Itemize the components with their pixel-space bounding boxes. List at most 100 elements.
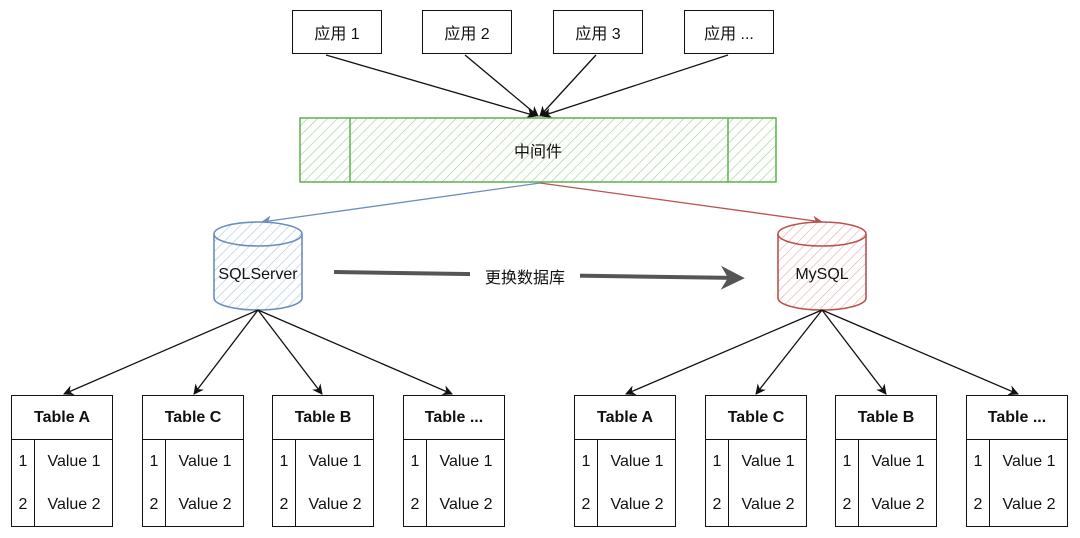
index-column-divider [404,440,427,526]
table-row: 1 Value 1 [12,440,112,483]
arrow-sqlserver-table-a [63,309,259,396]
table-body: 1 Value 1 2 Value 2 [575,440,675,526]
row-index: 2 [410,496,420,513]
table-title: Table B [273,396,373,440]
table-row: 1 Value 1 [706,440,806,483]
sqlserver-label: SQLServer [218,266,298,283]
middleware-label: 中间件 [513,144,562,161]
table-title: Table A [575,396,675,440]
table-body: 1 Value 1 2 Value 2 [143,440,243,526]
app-label: 应用 ... [704,26,754,43]
table-row: 2 Value 2 [706,483,806,526]
arrow-sqlserver-table-c [193,309,259,395]
row-value: Value 1 [439,453,493,470]
arrow-app1-middleware [325,54,537,119]
app-box-2: 应用 2 [422,10,512,54]
table-row: 1 Value 1 [836,440,936,483]
index-column-divider [967,440,990,526]
row-index: 1 [18,453,28,470]
row-value: Value 1 [178,453,232,470]
row-value: Value 1 [47,453,101,470]
row-index: 2 [581,496,591,513]
arrow-app2-middleware [464,54,539,117]
row-index: 2 [149,496,159,513]
row-value: Value 2 [610,496,664,513]
arrow-middleware-sqlserver [260,182,541,226]
row-index: 2 [842,496,852,513]
app-box-3: 应用 3 [553,10,643,54]
row-index: 1 [149,453,159,470]
row-value: Value 2 [178,496,232,513]
index-column-divider [575,440,598,526]
row-index: 1 [842,453,852,470]
row-index: 2 [279,496,289,513]
app-box-more: 应用 ... [684,10,774,54]
table-title: Table C [706,396,806,440]
index-column-divider [273,440,296,526]
row-index: 1 [712,453,722,470]
row-value: Value 1 [308,453,362,470]
row-value: Value 1 [871,453,925,470]
row-value: Value 1 [741,453,795,470]
arrow-middleware-mysql [539,182,824,226]
row-value: Value 2 [871,496,925,513]
table-body: 1 Value 1 2 Value 2 [706,440,806,526]
app-label: 应用 2 [444,26,490,43]
table-row: 1 Value 1 [273,440,373,483]
index-column-divider [706,440,729,526]
table-row: 1 Value 1 [575,440,675,483]
arrow-sqlserver-table-more [257,309,453,396]
table-row: 1 Value 1 [404,440,504,483]
row-value: Value 2 [47,496,101,513]
row-value: Value 2 [439,496,493,513]
arrow-mysql-table-more [821,309,1019,396]
app-label: 应用 1 [314,26,360,43]
right-table-c: Table C 1 Value 1 2 Value 2 [705,395,807,527]
table-body: 1 Value 1 2 Value 2 [404,440,504,526]
table-row: 2 Value 2 [143,483,243,526]
right-table-b: Table B 1 Value 1 2 Value 2 [835,395,937,527]
arrow-mysql-table-c [755,309,823,395]
app-box-1: 应用 1 [292,10,382,54]
table-title: Table B [836,396,936,440]
table-body: 1 Value 1 2 Value 2 [836,440,936,526]
row-index: 1 [410,453,420,470]
table-title: Table ... [967,396,1067,440]
index-column-divider [143,440,166,526]
arrow-mysql-table-a [625,309,823,396]
table-row: 2 Value 2 [404,483,504,526]
arrow-app4-middleware [541,54,729,119]
table-row: 1 Value 1 [143,440,243,483]
arrow-mysql-table-b [821,309,887,395]
row-value: Value 1 [1002,453,1056,470]
table-title: Table ... [404,396,504,440]
switch-database-label: 更换数据库 [470,264,580,288]
row-value: Value 1 [610,453,664,470]
row-index: 1 [279,453,289,470]
left-table-a: Table A 1 Value 1 2 Value 2 [11,395,113,527]
row-value: Value 2 [1002,496,1056,513]
arrow-sqlserver-table-b [257,309,323,395]
table-row: 2 Value 2 [836,483,936,526]
row-index: 2 [18,496,28,513]
row-index: 1 [973,453,983,470]
table-row: 2 Value 2 [12,483,112,526]
left-table-c: Table C 1 Value 1 2 Value 2 [142,395,244,527]
row-index: 1 [581,453,591,470]
table-title: Table C [143,396,243,440]
row-value: Value 2 [741,496,795,513]
table-body: 1 Value 1 2 Value 2 [12,440,112,526]
middleware-box [299,117,777,183]
table-row: 2 Value 2 [575,483,675,526]
table-title: Table A [12,396,112,440]
app-label: 应用 3 [575,26,621,43]
index-column-divider [836,440,859,526]
row-index: 2 [712,496,722,513]
